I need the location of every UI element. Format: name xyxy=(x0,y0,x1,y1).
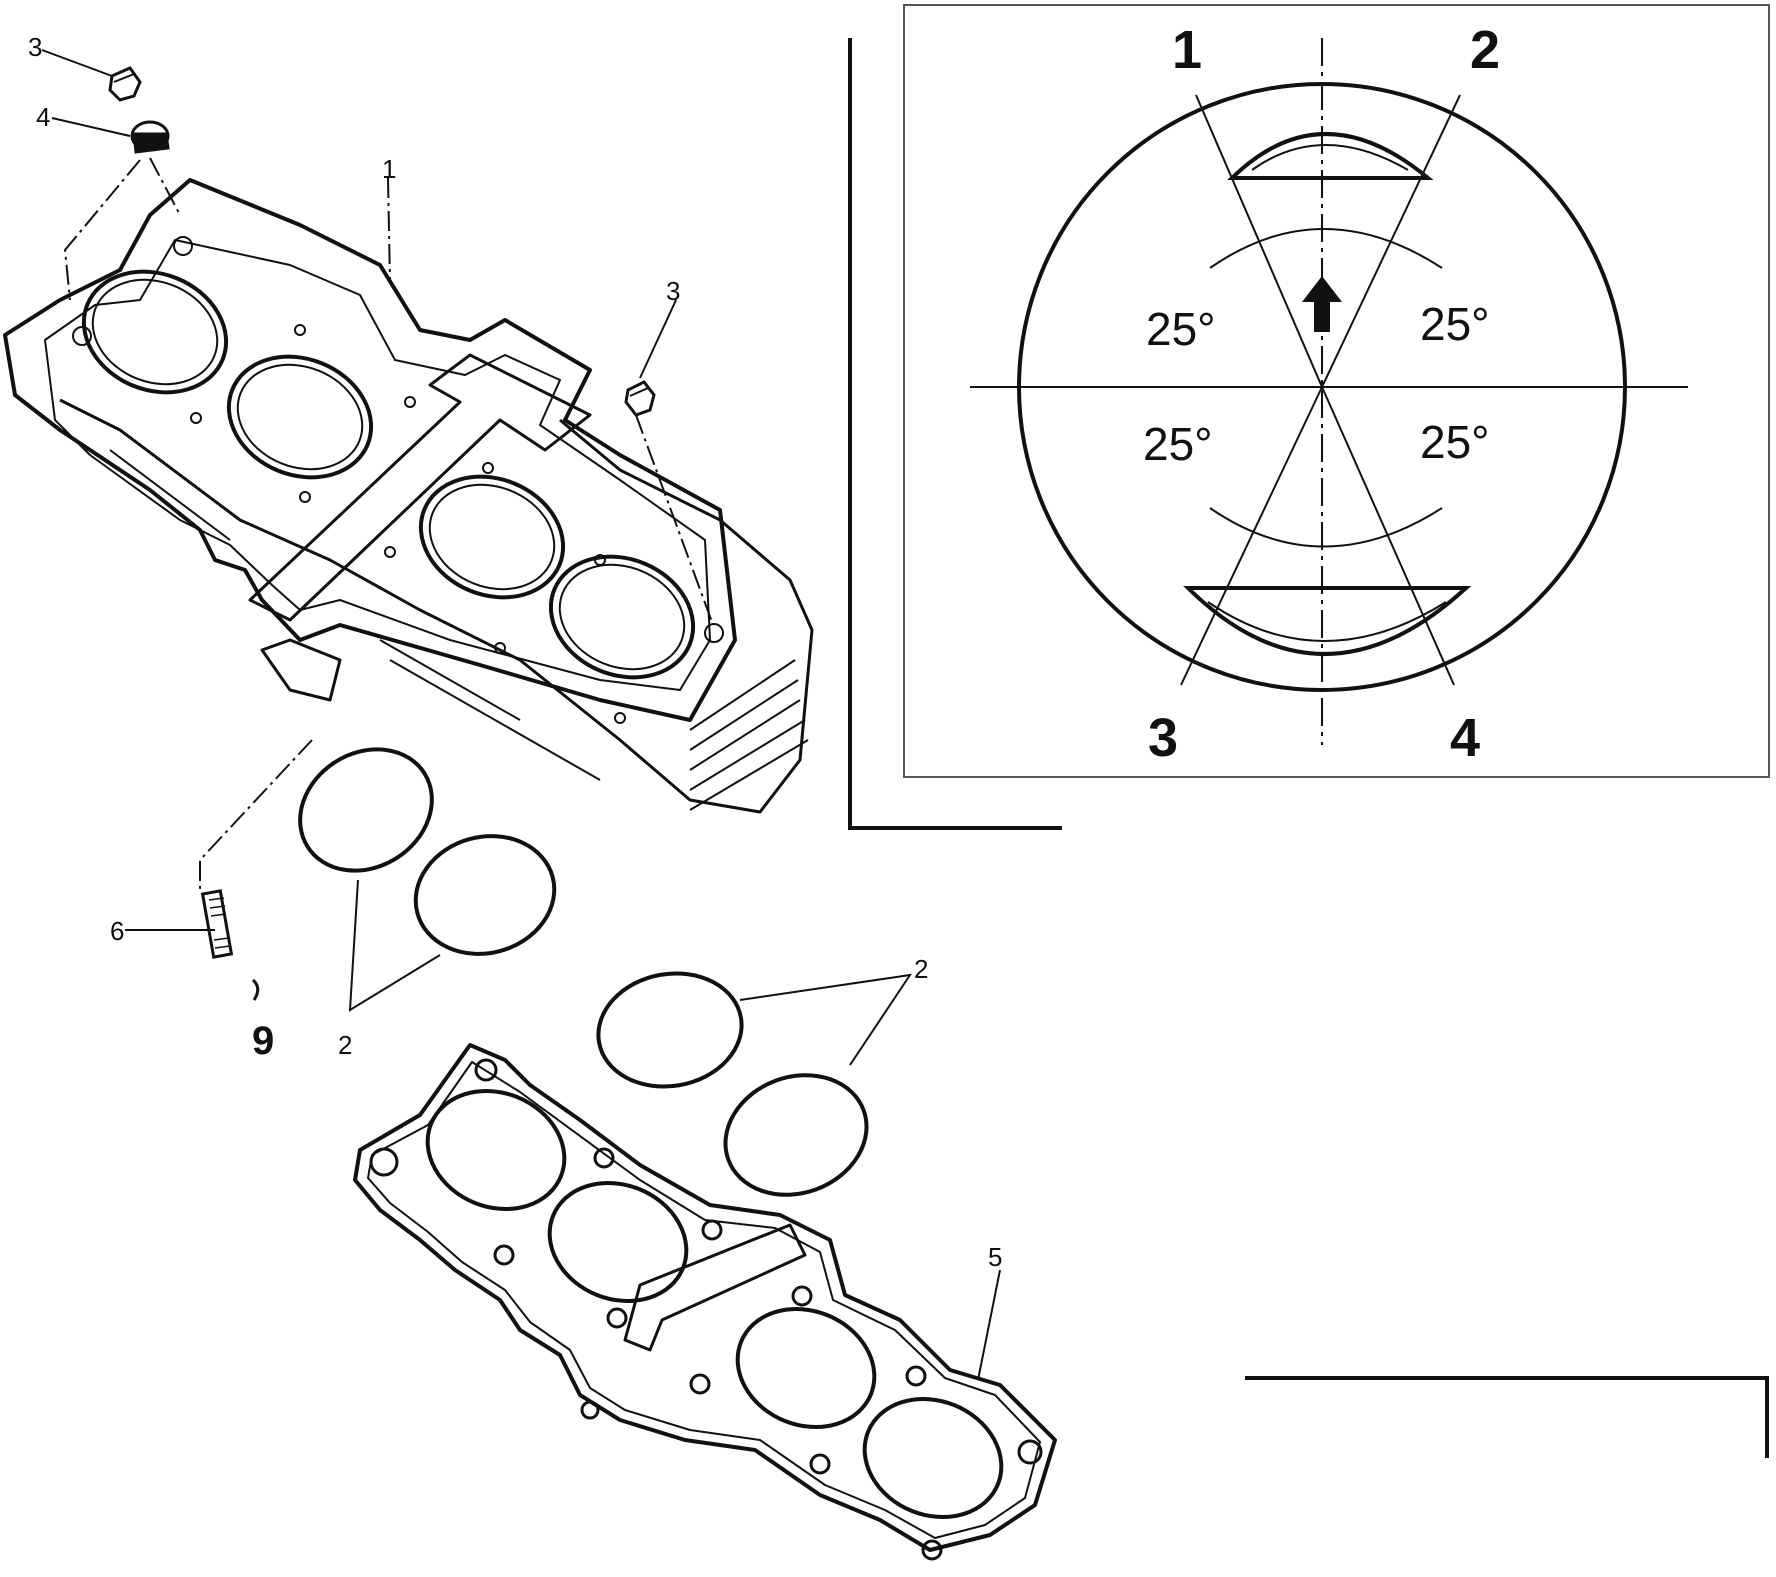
page-fragment xyxy=(251,978,260,1001)
gasket-bore-4 xyxy=(862,1397,1004,1519)
callout-plug-top: 3 xyxy=(28,32,42,62)
gasket-holes xyxy=(369,1058,1043,1561)
stud xyxy=(200,889,234,959)
lower-valve-recess xyxy=(1183,586,1472,656)
fin-lines xyxy=(109,429,809,811)
base-gasket xyxy=(353,1043,1057,1561)
gasket-bore-3 xyxy=(735,1307,877,1429)
up-arrow-icon xyxy=(1302,276,1342,332)
gap-label-1: 1 xyxy=(1172,20,1202,80)
callout-plug-right: 3 xyxy=(666,276,680,306)
bore-2 xyxy=(226,354,374,480)
cylinder-fins xyxy=(59,398,814,814)
callout-stud: 6 xyxy=(110,916,124,946)
dowel-top xyxy=(130,120,170,154)
bore-4 xyxy=(548,554,696,680)
gap-line-3 xyxy=(1180,386,1323,686)
gap-label-4: 4 xyxy=(1450,708,1480,768)
o-rings xyxy=(298,747,869,1197)
callout-o-rings-left: 2 xyxy=(338,1030,352,1060)
cylinder-deck xyxy=(3,178,737,722)
inset-border xyxy=(903,4,1770,778)
cam-chain-tunnel xyxy=(248,353,592,622)
angle-upper-right: 25° xyxy=(1420,298,1490,350)
callout-o-rings-right: 2 xyxy=(914,954,928,984)
gasket-chain-slot xyxy=(623,1223,807,1352)
callout-dowel-top: 4 xyxy=(36,102,50,132)
o-ring-3 xyxy=(596,971,744,1089)
callout-base-gasket: 5 xyxy=(988,1242,1002,1272)
callout-cylinder: 1 xyxy=(382,154,396,184)
leader-lines xyxy=(41,49,1001,1381)
stud-holes xyxy=(72,236,724,724)
o-ring-1 xyxy=(298,747,434,873)
angle-lower-right: 25° xyxy=(1420,416,1490,468)
callouts: 3 4 1 3 6 2 2 5 9 xyxy=(28,32,1002,1272)
frame-brackets xyxy=(848,38,1769,1458)
angle-upper-left: 25° xyxy=(1146,303,1216,355)
plug-right xyxy=(624,380,656,417)
gap-label-2: 2 xyxy=(1470,20,1500,80)
plug-top xyxy=(108,66,142,102)
gasket-outline xyxy=(353,1043,1057,1552)
gasket-bore-1 xyxy=(425,1089,567,1211)
gap-label-3: 3 xyxy=(1148,708,1178,768)
angle-arc-lower xyxy=(1209,507,1443,548)
angle-lower-left: 25° xyxy=(1143,418,1213,470)
upper-valve-recess xyxy=(1227,132,1434,180)
cylinder-block xyxy=(3,178,814,814)
base-flange xyxy=(260,638,342,702)
bore-3 xyxy=(418,474,566,600)
bore-1 xyxy=(81,269,229,395)
callout-page-fragment: 9 xyxy=(252,1019,274,1063)
ring-gap-inset: 1 2 3 4 25° 25° 25° 25° xyxy=(903,4,1770,778)
angle-arc-upper xyxy=(1209,228,1443,269)
bracket-left xyxy=(848,38,1062,830)
bracket-bottom-right xyxy=(1245,1376,1769,1458)
o-ring-2 xyxy=(413,834,557,956)
o-ring-4 xyxy=(723,1073,869,1197)
